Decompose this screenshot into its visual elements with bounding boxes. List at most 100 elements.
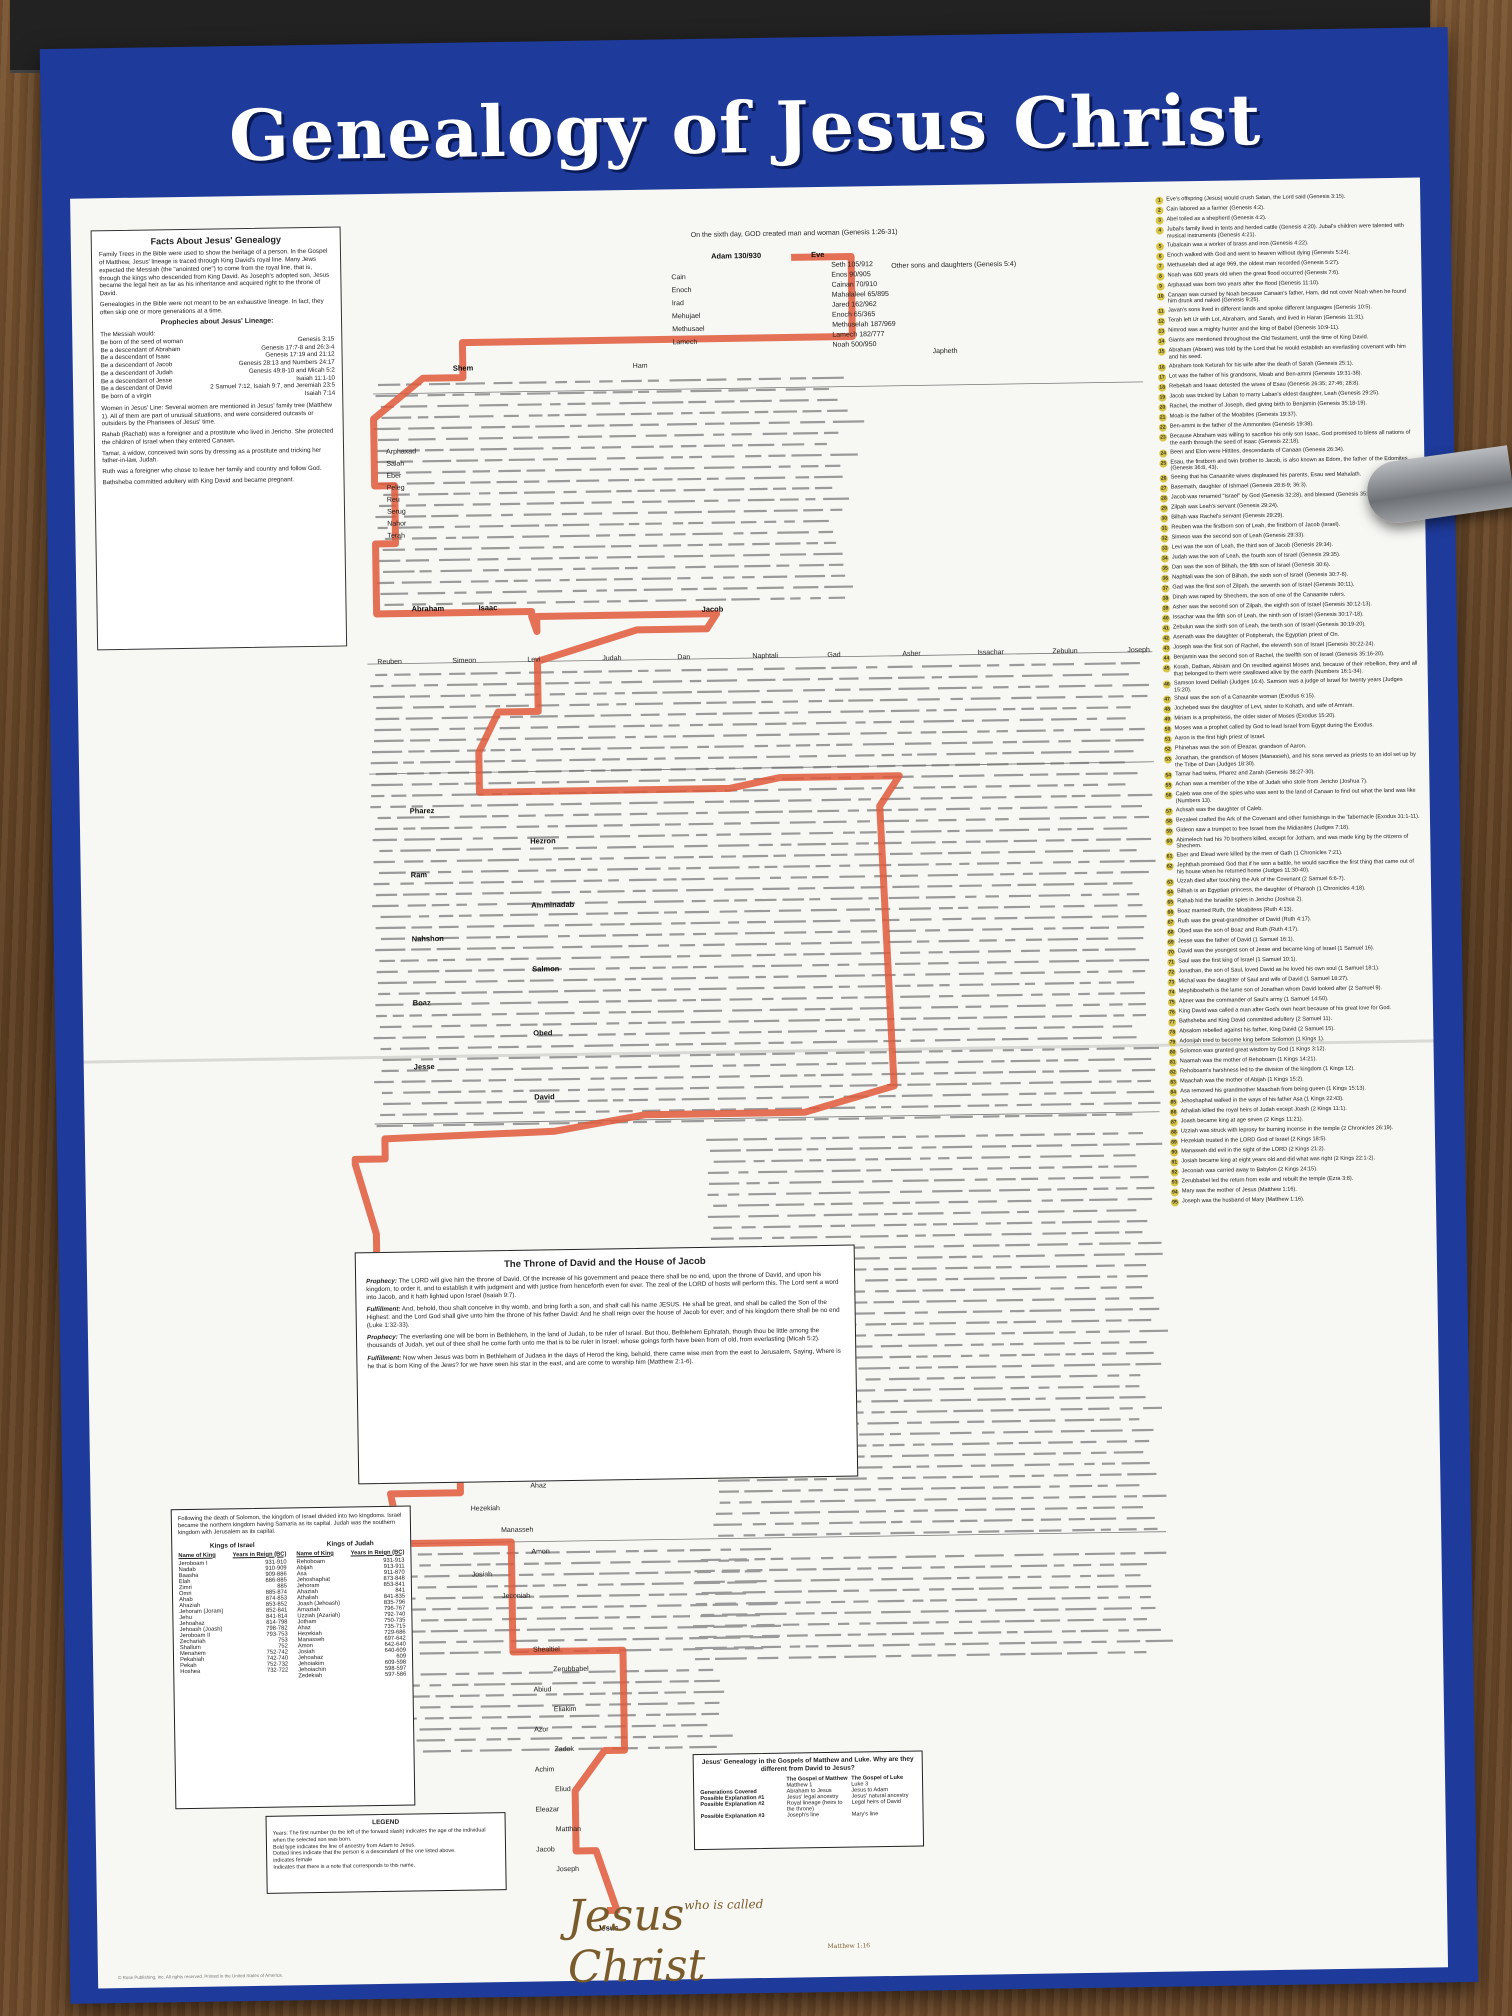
name-placeholder-mark	[763, 575, 788, 579]
name-placeholder-mark	[859, 687, 891, 691]
name-placeholder-mark	[1100, 1286, 1117, 1289]
name-placeholder-mark	[789, 377, 807, 380]
name-placeholder-mark	[562, 670, 578, 674]
name-placeholder-mark	[1086, 706, 1109, 710]
name-placeholder-mark	[864, 1106, 876, 1109]
name-placeholder-mark	[854, 853, 883, 856]
name-placeholder-mark	[729, 998, 753, 1001]
name-placeholder-mark	[747, 920, 766, 924]
name-placeholder-mark	[736, 986, 765, 990]
name-placeholder-mark	[1127, 1197, 1153, 1201]
person-judah-line: Ram	[411, 870, 428, 879]
note-number-icon: 73	[1167, 978, 1176, 987]
name-placeholder-mark	[907, 1421, 922, 1424]
name-placeholder-mark	[1069, 1484, 1093, 1488]
name-placeholder-mark	[1010, 1342, 1024, 1346]
name-placeholder-mark	[681, 411, 693, 415]
name-placeholder-mark	[1008, 894, 1032, 898]
person-judah-line: Salmon	[532, 964, 560, 973]
name-placeholder-mark	[628, 1098, 648, 1102]
name-placeholder-mark	[455, 760, 479, 763]
note-number-icon: 18	[1158, 383, 1167, 392]
name-placeholder-mark	[674, 756, 701, 760]
name-placeholder-mark	[434, 503, 464, 507]
kings-judah-heading: Kings of Judah	[326, 1539, 374, 1548]
name-placeholder-mark	[898, 687, 930, 690]
name-placeholder-mark	[711, 455, 735, 458]
name-placeholder-mark	[1129, 859, 1156, 863]
person-judah-line: Hezron	[530, 836, 556, 845]
name-placeholder-mark	[718, 1534, 734, 1537]
name-placeholder-mark	[713, 1204, 728, 1207]
name-placeholder-mark	[599, 857, 614, 860]
name-placeholder-mark	[449, 1651, 479, 1655]
name-placeholder-mark	[511, 759, 526, 763]
name-placeholder-mark	[574, 1616, 599, 1620]
name-placeholder-mark	[1116, 706, 1131, 709]
name-placeholder-mark	[642, 500, 662, 503]
name-placeholder-mark	[813, 985, 833, 989]
name-placeholder-mark	[878, 1487, 892, 1491]
name-placeholder-mark	[994, 972, 1013, 975]
name-placeholder-mark	[748, 1602, 777, 1606]
name-placeholder-mark	[994, 1104, 1008, 1107]
name-placeholder-mark	[537, 704, 560, 707]
name-placeholder-mark	[912, 1388, 931, 1391]
name-placeholder-mark	[977, 1398, 1006, 1401]
name-placeholder-mark	[721, 1570, 740, 1573]
name-placeholder-mark	[666, 422, 697, 426]
name-placeholder-mark	[977, 862, 1000, 865]
name-placeholder-mark	[1124, 1574, 1141, 1577]
name-placeholder-mark	[417, 591, 446, 595]
name-placeholder-mark	[965, 1332, 996, 1335]
name-placeholder-mark	[996, 993, 1023, 997]
name-placeholder-mark	[473, 1552, 500, 1555]
name-placeholder-mark	[460, 1749, 473, 1752]
name-placeholder-mark	[839, 875, 866, 878]
name-placeholder-mark	[1104, 948, 1136, 951]
note-number-icon: 41	[1161, 624, 1171, 633]
name-placeholder-mark	[547, 825, 559, 828]
name-placeholder-mark	[868, 1555, 897, 1559]
name-placeholder-mark	[814, 1117, 829, 1121]
name-placeholder-mark	[809, 898, 821, 901]
name-placeholder-mark	[942, 917, 962, 921]
name-placeholder-mark	[924, 1498, 947, 1501]
person-judah-line: Jesse	[414, 1062, 435, 1071]
name-placeholder-mark	[1074, 871, 1088, 875]
name-placeholder-mark	[980, 1620, 1000, 1623]
name-placeholder-mark	[623, 856, 650, 860]
name-placeholder-mark	[1044, 850, 1074, 853]
name-placeholder-mark	[590, 802, 622, 805]
name-placeholder-mark	[750, 821, 780, 825]
note-text: Reuben was the firstborn son of Leah, th…	[1171, 521, 1341, 531]
name-placeholder-mark	[828, 699, 844, 703]
name-placeholder-mark	[1134, 1439, 1150, 1443]
name-placeholder-mark	[1126, 1274, 1148, 1278]
name-placeholder-mark	[948, 1200, 969, 1204]
name-placeholder-mark	[494, 1628, 521, 1632]
throne-f1-label: Fulfillment:	[366, 1305, 401, 1314]
name-placeholder-mark	[808, 1489, 823, 1492]
name-placeholder-mark	[721, 411, 749, 414]
name-placeholder-mark	[779, 399, 809, 402]
name-placeholder-mark	[1120, 1562, 1147, 1566]
name-placeholder-mark	[691, 1075, 711, 1079]
name-placeholder-mark	[595, 1110, 610, 1113]
name-placeholder-mark	[795, 666, 826, 670]
name-placeholder-mark	[858, 962, 890, 966]
note-text: Arphaxad was born two years after the fl…	[1167, 279, 1320, 289]
name-placeholder-mark	[579, 890, 592, 893]
name-placeholder-mark	[659, 1648, 673, 1651]
name-placeholder-mark	[481, 1716, 502, 1719]
name-placeholder-mark	[466, 848, 494, 851]
name-placeholder-mark	[561, 1066, 589, 1070]
name-placeholder-mark	[828, 596, 846, 600]
name-placeholder-mark	[954, 1565, 986, 1569]
name-placeholder-mark	[793, 853, 826, 857]
name-placeholder-mark	[996, 1177, 1016, 1181]
name-placeholder-mark	[645, 434, 667, 437]
name-placeholder-mark	[868, 897, 879, 900]
name-placeholder-mark	[1088, 1058, 1115, 1062]
name-placeholder-mark	[790, 597, 801, 600]
